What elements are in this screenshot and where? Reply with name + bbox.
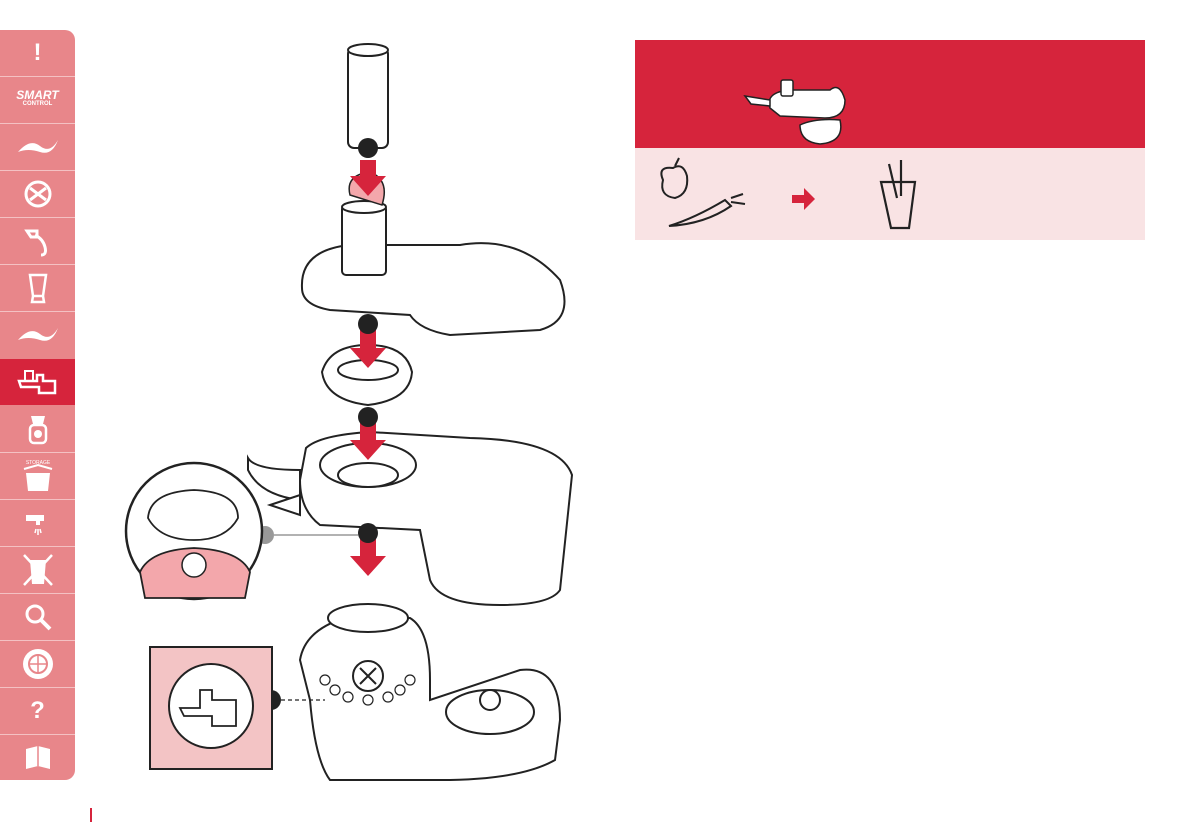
attachment-use-panel <box>635 148 1145 240</box>
step-marker <box>358 523 378 543</box>
program-selector-inset <box>150 647 272 769</box>
feed-tube <box>342 205 386 275</box>
juicer-attachment-icon <box>635 40 1145 148</box>
spout <box>248 458 300 500</box>
juice-glass-icon <box>881 160 915 228</box>
step-marker <box>358 407 378 427</box>
fruit-to-juice-diagram <box>635 148 1145 240</box>
apple-carrot-icon <box>661 158 745 226</box>
attachment-header-panel <box>635 40 1145 148</box>
detail-inset-circle <box>126 463 262 599</box>
step-marker <box>358 314 378 334</box>
food-pusher <box>348 48 388 148</box>
page-marker <box>90 808 92 822</box>
step-marker <box>358 138 378 158</box>
arrow-right-icon <box>792 188 815 210</box>
